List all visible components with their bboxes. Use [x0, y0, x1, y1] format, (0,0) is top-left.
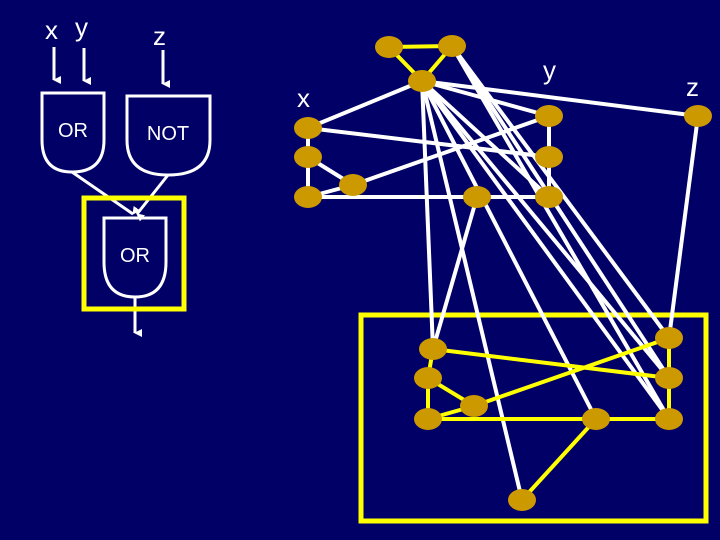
graph-edge	[420, 79, 671, 380]
graph-node	[460, 395, 488, 417]
graph-edge	[420, 80, 435, 350]
graph-node	[535, 105, 563, 127]
circuit-highlight-box	[81, 195, 187, 312]
circuit-input-z: z	[153, 21, 166, 51]
graph-node	[684, 105, 712, 127]
wire-or-to-or	[71, 170, 141, 216]
not-gate	[125, 94, 212, 177]
graph-label-y: y	[543, 55, 556, 85]
graph-node	[655, 367, 683, 389]
graph-edge	[431, 196, 479, 350]
circuit-input-x: x	[45, 15, 58, 45]
graph-node	[414, 367, 442, 389]
graph-edge	[307, 126, 550, 159]
graph-edge	[420, 79, 671, 421]
graph-edge-highlighted	[473, 336, 670, 408]
graph-node	[294, 117, 322, 139]
graph-node	[535, 186, 563, 208]
graph-node	[414, 408, 442, 430]
graph-edge	[450, 44, 671, 421]
graph-node	[655, 408, 683, 430]
graph-node	[438, 35, 466, 57]
or-gate-output	[102, 216, 168, 299]
graph-label-z: z	[686, 72, 699, 102]
graph-edge	[450, 44, 671, 380]
graph-node	[375, 36, 403, 58]
graph-edge	[420, 80, 524, 501]
graph-node	[655, 327, 683, 349]
circuit-input-y: y	[75, 12, 88, 42]
graph-node	[339, 174, 367, 196]
graph-node	[508, 489, 536, 511]
graph-node	[294, 186, 322, 208]
graph-node	[419, 338, 447, 360]
graph-node	[294, 146, 322, 168]
graph-edge-highlighted	[520, 417, 598, 502]
gadget-highlight-box	[358, 312, 709, 524]
graph-edge	[421, 79, 699, 118]
graph-edge	[352, 114, 550, 187]
gate-label-or-2: OR	[120, 245, 150, 267]
graph-label-x: x	[297, 83, 310, 113]
graph-node	[408, 70, 436, 92]
graph-edges	[306, 44, 700, 502]
circuit	[40, 47, 212, 337]
graph-edge	[667, 115, 700, 339]
gate-label-or-1: OR	[58, 120, 88, 142]
gate-label-not: NOT	[146, 123, 190, 145]
graph-nodes	[294, 35, 712, 511]
graph-edge-highlighted	[432, 347, 670, 380]
graph-node	[535, 146, 563, 168]
graph-edge	[307, 79, 423, 130]
graph-node	[582, 408, 610, 430]
wire-not-to-or	[135, 174, 170, 222]
graph-edge	[420, 80, 598, 420]
graph-node	[463, 186, 491, 208]
